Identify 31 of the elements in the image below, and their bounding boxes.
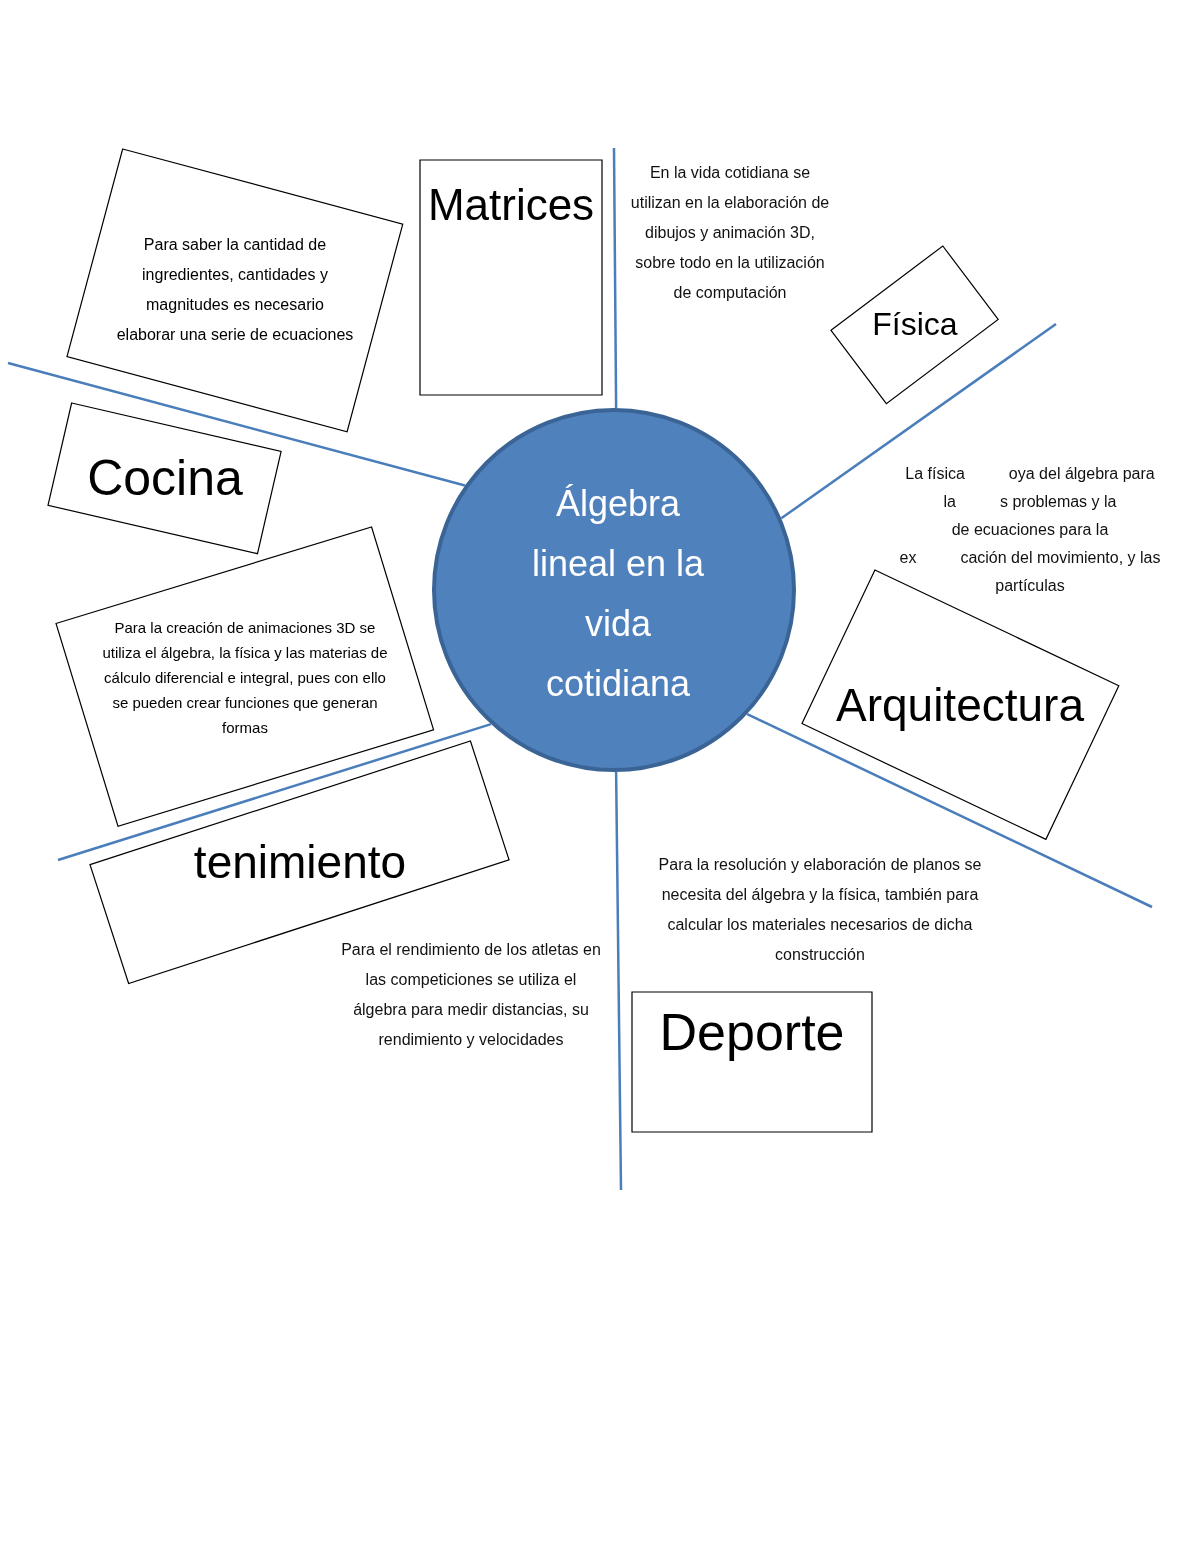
spoke-line bbox=[614, 771, 623, 1190]
description-text: En la vida cotidiana se utilizan en la elaboración de dibujos y animación 3D, sobre todo en la utilización de computación bbox=[630, 163, 830, 303]
description-text: Para la resolución y elaboración de planos se necesita del álgebra y la física, también para calcular los materiales necesarios de dicha construcción bbox=[657, 855, 983, 965]
spoke-line bbox=[57, 722, 492, 862]
text-fragment: La física bbox=[905, 464, 965, 484]
topic-title: tenimiento bbox=[193, 837, 407, 887]
topic-title: Cocina bbox=[87, 451, 243, 505]
topic-title: Deporte bbox=[659, 1004, 845, 1060]
spoke-line bbox=[780, 323, 1057, 520]
topic-frame bbox=[800, 569, 1120, 841]
text-fragment: oya del álgebra para bbox=[1008, 464, 1155, 484]
spoke-line bbox=[746, 712, 1153, 909]
description-text: Para el rendimiento de los atletas en las competiciones se utiliza el álgebra para medir distancias, su rendimiento y velocidades bbox=[340, 940, 602, 1050]
topic-frame bbox=[830, 245, 1000, 405]
topic-frame bbox=[631, 991, 873, 1133]
description-text: Para la creación de animaciones 3D se utiliza el álgebra, la física y las materias de cálculo diferencial e integral, pues con ello se pueden crear funciones que generan formas bbox=[101, 617, 389, 738]
spoke-line bbox=[7, 361, 466, 487]
text-fragment: la bbox=[943, 492, 956, 512]
topic-title: Arquitectura bbox=[836, 680, 1084, 730]
topic-title: Física bbox=[872, 308, 958, 342]
text-fragment: de ecuaciones para la bbox=[951, 520, 1109, 540]
text-fragment: ex bbox=[899, 548, 917, 568]
text-fragment: cación del movimiento, y las bbox=[960, 548, 1161, 568]
text-fragment: s problemas y la bbox=[999, 492, 1117, 512]
spoke-line bbox=[612, 148, 618, 409]
text-fragment: partículas bbox=[995, 576, 1065, 596]
topic-frame bbox=[419, 159, 603, 396]
topic-frame bbox=[47, 401, 283, 555]
topic-title: Matrices bbox=[427, 181, 595, 229]
central-title: Álgebra lineal en la vida cotidiana bbox=[530, 482, 706, 706]
description-text: Para saber la cantidad de ingredientes, cantidades y magnitudes es necesario elaborar una serie de ecuaciones bbox=[115, 235, 355, 345]
